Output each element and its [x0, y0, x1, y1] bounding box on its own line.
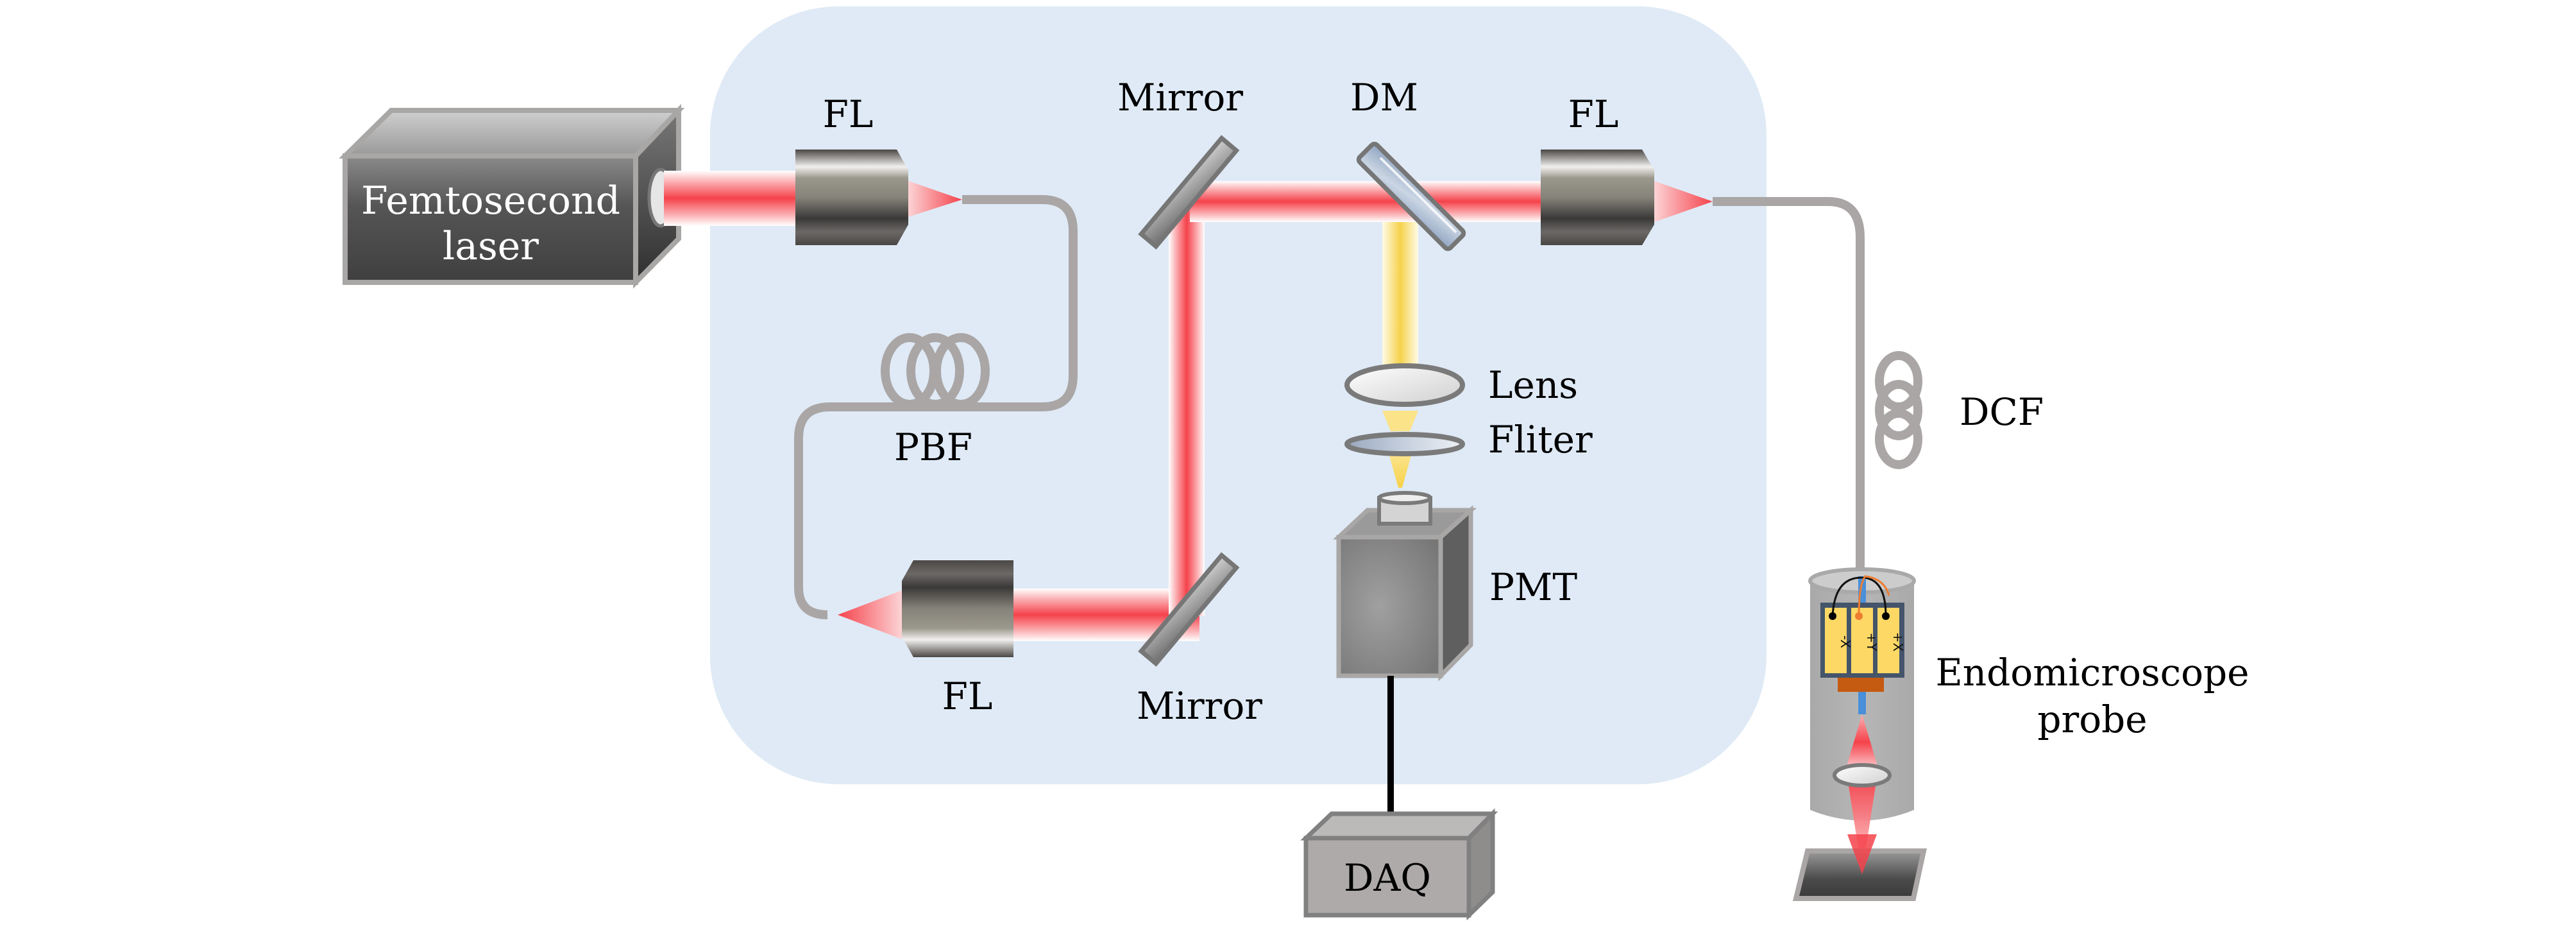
laser-label-line1: Femtosecond: [361, 178, 620, 223]
sample-tissue: [1792, 848, 1927, 901]
pbf-fiber: PBF: [794, 195, 1078, 619]
dm-label: DM: [1350, 76, 1418, 119]
pbf-label: PBF: [894, 425, 972, 469]
focus-cone-icon: [908, 181, 962, 217]
fluorescence-cone-lens: [1382, 411, 1418, 431]
fl-output-label: FL: [1568, 92, 1619, 136]
fiber-launcher-pbf-output: FL: [838, 560, 1013, 718]
laser-beam-vertical: [1169, 199, 1205, 616]
focus-cone-icon: [1654, 181, 1713, 222]
probe-label-line2: probe: [2037, 698, 2147, 741]
mirror-bottom-label: Mirror: [1137, 684, 1262, 728]
pmt-label: PMT: [1489, 565, 1577, 609]
daq-label: DAQ: [1344, 856, 1431, 900]
endomicroscope-probe: -X +Y +X Endomicroscope probe: [1792, 567, 2250, 901]
laser-beam-upper: [1190, 181, 1546, 222]
dcf-label: DCF: [1960, 390, 2044, 434]
pmt-detector: PMT: [1333, 491, 1577, 682]
fl-input-label: FL: [823, 92, 874, 136]
mirror-top-label: Mirror: [1117, 76, 1243, 119]
piezo-label-plus-y: +Y: [1864, 633, 1879, 652]
emission-filter: Fliter: [1344, 418, 1593, 461]
electrode-base: [1838, 678, 1884, 692]
dcf-fiber: DCF: [1713, 197, 2044, 571]
fiber-launcher-input: FL: [795, 92, 962, 245]
mirror-top: Mirror: [1117, 76, 1243, 250]
laser-label-line2: laser: [443, 224, 539, 269]
collection-lens: Lens: [1344, 363, 1578, 407]
probe-label-line1: Endomicroscope: [1935, 651, 2249, 694]
laser-beam-input: [664, 171, 799, 226]
femtosecond-laser: Femtosecond laser: [339, 103, 685, 289]
piezo-label-minus-x: -X: [1838, 635, 1853, 648]
wire-orange: [1858, 575, 1890, 617]
lens-label: Lens: [1488, 363, 1578, 407]
piezo-electrode-minus-x: [1825, 608, 1847, 673]
fluorescence-cone-filter: [1389, 456, 1411, 488]
mirror-bottom: Mirror: [1137, 552, 1262, 728]
filter-label: Fliter: [1488, 418, 1593, 461]
fluorescence-beam: [1382, 222, 1418, 380]
probe-lens: [1833, 763, 1892, 787]
focus-cone-icon: [838, 590, 902, 639]
daq-unit: DAQ: [1300, 808, 1498, 921]
piezo-electrode-plus-y: [1851, 608, 1873, 673]
dichroic-mirror: DM: [1350, 76, 1466, 252]
wire-black: [1831, 576, 1887, 617]
fiber-launcher-output: FL: [1541, 92, 1713, 245]
fl-pbf-output-label: FL: [942, 675, 993, 718]
piezo-label-plus-x: +X: [1890, 632, 1906, 652]
